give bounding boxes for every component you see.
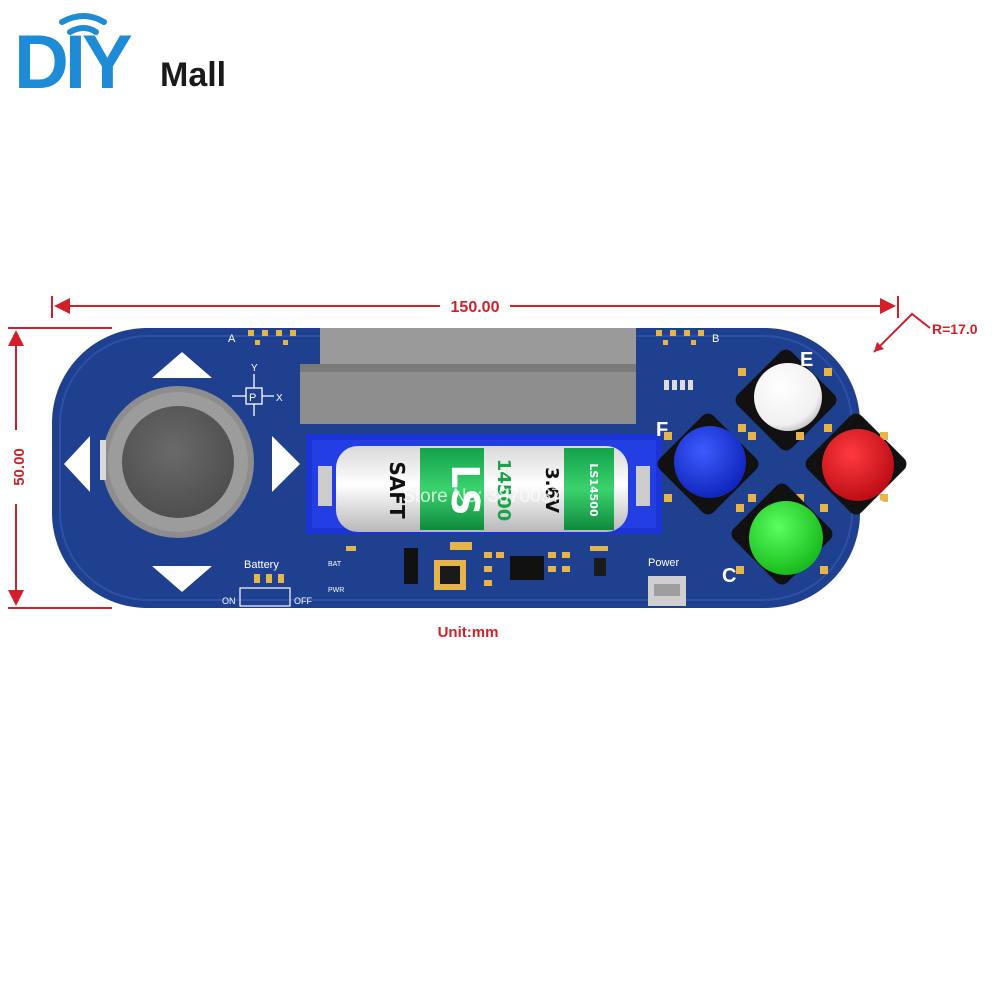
- battery-cell: SAFT LS 14500 3.6V LS14500: [336, 446, 628, 532]
- button-c[interactable]: [728, 480, 835, 587]
- smd-components: [346, 542, 608, 590]
- logo-brand-suffix: Mall: [160, 56, 226, 94]
- battery-series: LS: [443, 464, 487, 516]
- battery-model: 14500: [493, 459, 514, 522]
- battery-switch[interactable]: [239, 587, 291, 607]
- width-dimension-label: 150.00: [451, 299, 500, 316]
- store-watermark: Store No: 3870037: [402, 486, 562, 507]
- label-b: B: [712, 333, 719, 345]
- battery-switch-pads: [254, 574, 284, 583]
- button-d[interactable]: [796, 410, 910, 517]
- button-f[interactable]: [654, 410, 761, 517]
- height-dimension-label: 50.00: [11, 448, 28, 486]
- radius-dimension-label: R=17.0: [932, 321, 978, 337]
- button-f-label: F: [656, 419, 668, 441]
- battery-brand: SAFT: [385, 461, 409, 519]
- arrow-right-icon: [272, 436, 300, 492]
- label-a: A: [228, 333, 236, 345]
- arrow-down-icon: [152, 566, 212, 592]
- joystick[interactable]: [100, 386, 254, 538]
- button-e-label: E: [800, 349, 813, 371]
- radius-dimension: R=17.0: [873, 312, 978, 353]
- logo-brand-letters: DIY: [14, 20, 132, 105]
- switch-on-label: ON: [222, 596, 236, 606]
- switch-off-label: OFF: [294, 596, 312, 606]
- button-e[interactable]: [732, 346, 839, 453]
- arrow-up-icon: [152, 352, 212, 378]
- battery-code: LS14500: [587, 463, 600, 517]
- width-dimension: 150.00: [51, 296, 899, 318]
- pwr-led-label: PWR: [328, 587, 344, 594]
- bat-led-label: BAT: [328, 561, 342, 568]
- chip-resistors: [664, 380, 693, 390]
- power-label: Power: [648, 557, 680, 569]
- lcd-connector: [320, 328, 636, 366]
- battery-switch-label: Battery: [244, 559, 279, 571]
- height-dimension: 50.00: [8, 327, 112, 609]
- pads-b: [656, 330, 704, 345]
- battery-voltage: 3.6V: [541, 467, 562, 513]
- diymall-logo: DIY Mall: [14, 13, 226, 105]
- pads-a: [248, 330, 296, 345]
- axis-indicator: [232, 374, 274, 416]
- gamepad-board: A B P Y X: [52, 328, 910, 608]
- axis-x-label: X: [276, 393, 283, 404]
- button-d-label: D: [872, 497, 886, 519]
- axis-y-label: Y: [251, 363, 258, 374]
- joystick-cap[interactable]: [122, 406, 234, 518]
- unit-label: Unit:mm: [438, 624, 499, 641]
- axis-p-label: P: [249, 392, 256, 404]
- arrow-left-icon: [64, 436, 90, 492]
- logo-wifi-icon: [59, 13, 107, 35]
- button-c-label: C: [722, 565, 736, 587]
